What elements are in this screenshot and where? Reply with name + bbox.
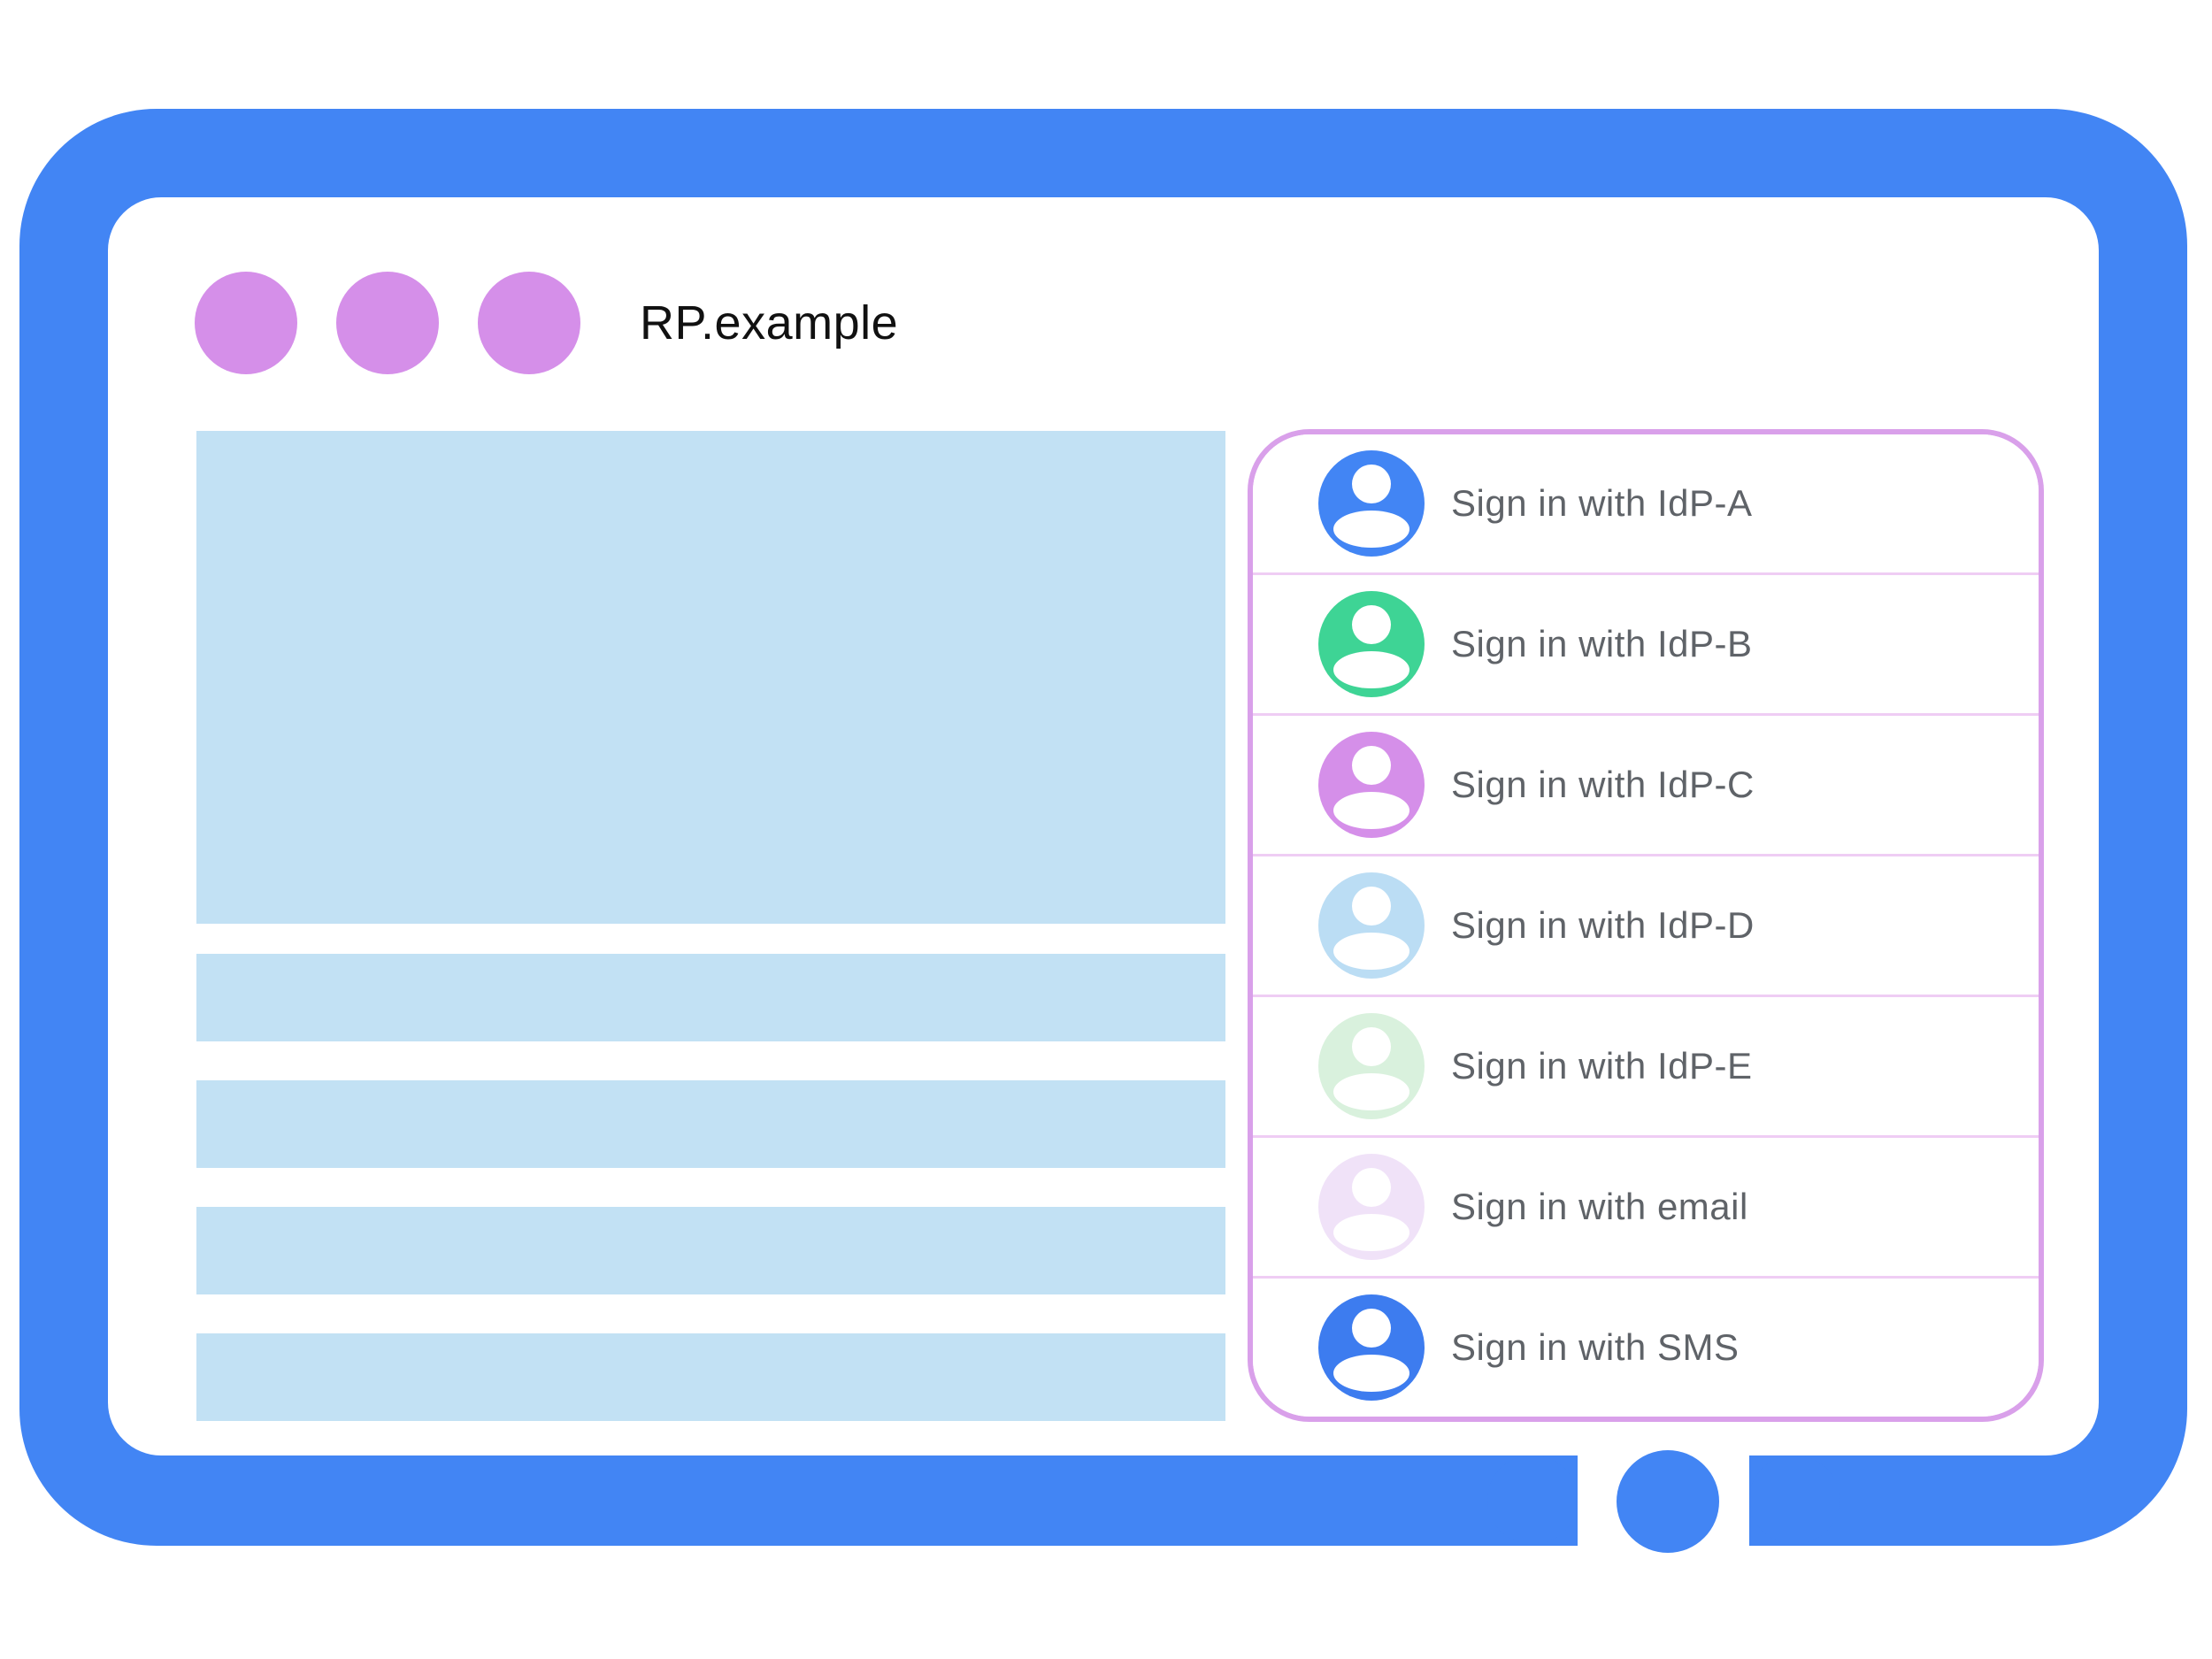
user-avatar-icon [1318, 1294, 1425, 1401]
user-avatar-icon [1318, 591, 1425, 697]
window-control-dot-1 [195, 272, 297, 374]
signin-option-idp-e[interactable]: Sign in with IdP-E [1253, 995, 2039, 1135]
user-avatar-icon [1318, 872, 1425, 979]
content-placeholder-bar-3 [196, 1207, 1225, 1294]
window-controls [195, 272, 619, 374]
content-placeholder-bar-1 [196, 954, 1225, 1041]
signin-option-label: Sign in with SMS [1451, 1326, 1740, 1368]
signin-option-label: Sign in with IdP-C [1451, 764, 1755, 805]
user-avatar-icon [1318, 732, 1425, 838]
signin-dialog: Sign in with IdP-A Sign in with IdP-B Si… [1248, 429, 2044, 1422]
signin-option-label: Sign in with email [1451, 1186, 1748, 1227]
bottom-bar-right-cap [1749, 1455, 1839, 1544]
signin-option-label: Sign in with IdP-E [1451, 1045, 1753, 1087]
content-placeholder-bar-2 [196, 1080, 1225, 1168]
user-avatar-icon [1318, 450, 1425, 557]
bottom-bar-left-cap [1487, 1455, 1578, 1544]
signin-option-sms[interactable]: Sign in with SMS [1253, 1276, 2039, 1417]
signin-option-idp-d[interactable]: Sign in with IdP-D [1253, 854, 2039, 995]
signin-option-label: Sign in with IdP-A [1451, 482, 1753, 524]
signin-option-idp-b[interactable]: Sign in with IdP-B [1253, 572, 2039, 713]
signin-option-idp-a[interactable]: Sign in with IdP-A [1253, 434, 2039, 572]
content-placeholder-bar-4 [196, 1333, 1225, 1421]
user-avatar-icon [1318, 1154, 1425, 1260]
signin-option-email[interactable]: Sign in with email [1253, 1135, 2039, 1276]
site-title: RP.example [640, 296, 899, 349]
window-control-dot-2 [336, 272, 439, 374]
window-control-dot-3 [478, 272, 580, 374]
home-button-icon [1617, 1450, 1719, 1553]
signin-option-label: Sign in with IdP-D [1451, 904, 1755, 946]
user-avatar-icon [1318, 1013, 1425, 1119]
content-placeholder-hero [196, 431, 1225, 924]
signin-option-label: Sign in with IdP-B [1451, 623, 1753, 664]
signin-option-idp-c[interactable]: Sign in with IdP-C [1253, 713, 2039, 854]
